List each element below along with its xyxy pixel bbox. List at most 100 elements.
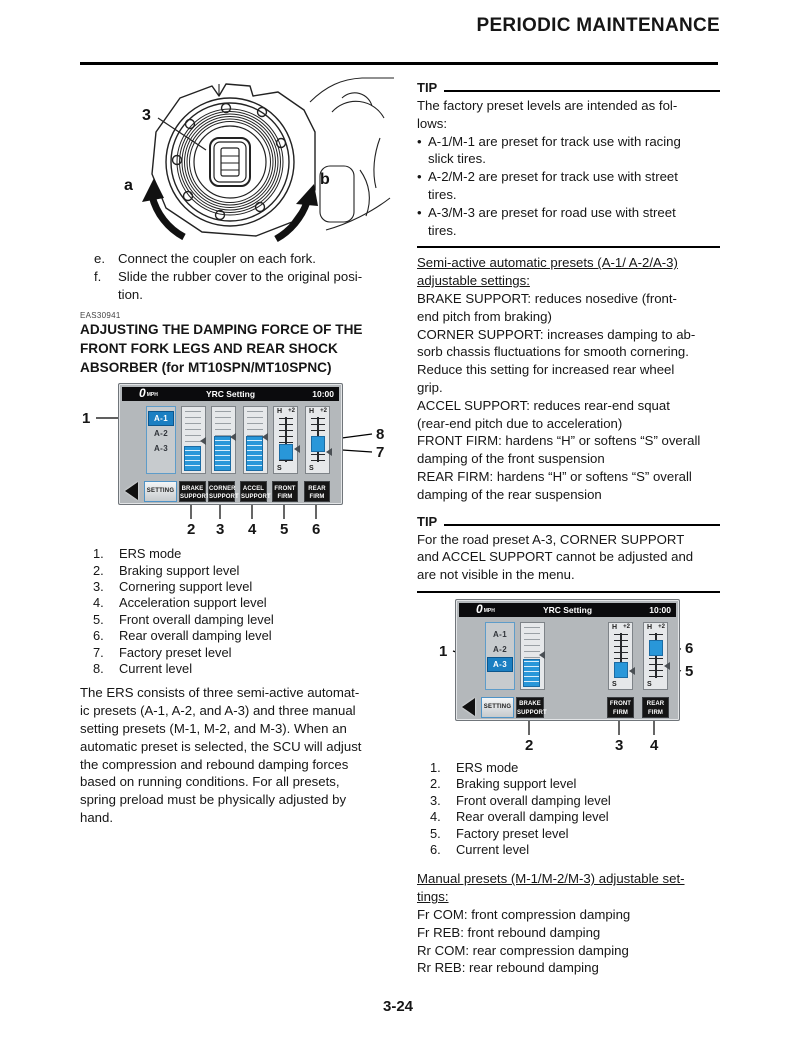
callout-6: 6 [312,521,321,539]
left-column: 3 a b e. Connect the coupler on each for… [80,74,402,827]
scale-soft-label: S [309,465,314,473]
back-arrow-icon [125,482,138,501]
fork-coupler-figure: 3 a b [80,74,402,244]
list-item: 4.Acceleration support level [93,595,267,611]
tip1-heading: TIP [417,80,720,95]
tip1-closing-rule [417,246,720,249]
semi-active-heading: Semi-active automatic presets (A-1/ A-2/… [417,255,678,289]
gauge-bar [246,436,263,472]
list-item: 4.Rear overall damping level [430,809,609,825]
status-bar: 0MPH YRC Setting 10:00 [459,601,676,617]
fork-coupler-illustration: 3 a b [124,77,394,243]
gauge-bar [214,436,231,472]
list-item: 1.ERS mode [93,546,182,562]
ers-mode-a2: A-2 [492,644,508,654]
clock: 10:00 [312,389,334,400]
yrc-screen-figure-1: 1 8 7 2 3 4 5 6 0MPH YRC Setting 10:00 A… [80,383,402,543]
right-column: TIP The factory preset levels are intend… [417,74,720,977]
ers-mode-a3: A-3 [153,444,169,454]
scale-plus-label: +2 [658,623,665,630]
list-item: 8.Current level [93,661,193,677]
page-number: 3-24 [382,998,414,1015]
fork-callout-3: 3 [142,107,151,124]
preset-marker-icon [262,433,268,442]
fork-callout-b: b [320,171,330,188]
scale-hard-label: H [277,408,283,416]
manual-presets-body: Fr COM: front compression damping Fr REB… [417,906,631,976]
callout-5: 5 [685,662,694,680]
header-rule [80,62,718,65]
preset-marker-icon [628,666,635,675]
gauge-bar [184,446,201,472]
yrc-setting-screen-2: 0MPH YRC Setting 10:00 A-1 A-2 A-3 H +2 [455,598,680,721]
current-level-block [613,661,628,678]
step-text: Slide the rubber cover to the original p… [118,268,363,302]
preset-marker-icon [293,445,300,454]
tip-label: TIP [417,513,438,529]
scale-soft-label: S [647,680,652,688]
corner-support-gauge [211,406,236,475]
yrc-screen-figure-2: 1 6 5 2 3 4 0MPH YRC Setting 10:00 A-1 A… [417,598,720,757]
front-firm-button: FRONT FIRM [607,696,634,718]
tip-rule [444,90,720,92]
speed-readout: 0MPH [476,601,495,616]
list-item: 5.Front overall damping level [93,611,274,627]
arrow-b-head [296,184,318,206]
tip-label: TIP [417,80,438,95]
status-bar: 0MPH YRC Setting 10:00 [122,386,339,402]
list-item: 1.ERS mode [430,759,519,775]
step-text: Connect the coupler on each fork. [118,251,316,266]
callout-4: 4 [650,736,659,754]
callout-5: 5 [280,521,289,539]
scale-soft-label: S [612,680,617,688]
brake-support-button: BRAKE SUPPORT [516,696,547,718]
page-title: PERIODIC MAINTENANCE [476,15,720,36]
figure2-key-list: 1.ERS mode 2.Braking support level 3.Fro… [417,760,720,858]
bullet-item: •A-1/M-1 are preset for track use with r… [417,133,681,167]
figure1-key-list: 1.ERS mode 2.Braking support level 3.Cor… [80,546,402,677]
list-item: 2.Braking support level [430,776,577,792]
gauge-bar [523,658,540,687]
step-e: e. Connect the coupler on each fork. [80,250,402,268]
callout-2: 2 [187,521,196,539]
current-level-block [278,444,293,461]
callout-1: 1 [82,410,91,428]
tip2-heading: TIP [417,514,720,529]
yrc-setting-screen-1: 0MPH YRC Setting 10:00 A-1 A-2 A-3 [118,383,343,506]
current-level-block [310,436,325,453]
callout-1: 1 [439,642,448,660]
section-code: EAS30941 [80,311,121,321]
ers-mode-a3: A-3 [488,657,512,671]
callout-3: 3 [216,521,225,539]
ers-mode-panel: A-1 A-2 A-3 [485,621,515,690]
brake-support-button: BRAKE SUPPORT [179,481,210,503]
clock: 10:00 [649,604,671,615]
back-arrow-icon [462,697,475,716]
ers-mode-a1: A-1 [492,629,508,639]
screen-title: YRC Setting [542,604,593,615]
screen-title: YRC Setting [205,389,256,400]
callout-4: 4 [248,521,257,539]
tip-rule [444,523,720,526]
speed-readout: 0MPH [139,386,158,401]
tip2-closing-rule [417,590,720,593]
rear-firm-scale: H+2 S [305,406,332,475]
callout-6: 6 [685,639,694,657]
procedure-steps: e. Connect the coupler on each fork. f. … [80,250,402,303]
step-f: f. Slide the rubber cover to the origina… [80,268,402,304]
ers-mode-a2: A-2 [153,429,169,439]
scale-hard-label: H [647,623,653,631]
tip1-bullets: •A-1/M-1 are preset for track use with r… [417,133,720,240]
brake-support-gauge [520,621,545,690]
preset-marker-icon [539,650,545,659]
bullet-item: •A-3/M-3 are preset for road use with st… [417,204,676,238]
list-item: 3.Cornering support level [93,578,253,594]
callout-7: 7 [376,444,385,462]
setting-button: SETTING [144,481,177,503]
list-item: 3.Front overall damping level [430,792,611,808]
current-level-block [648,639,663,656]
front-firm-scale: H+2 S [273,406,300,475]
tip1-intro: The factory preset levels are intended a… [417,98,678,131]
manual-presets-heading: Manual presets (M-1/M-2/M-3) adjustable … [417,871,685,905]
